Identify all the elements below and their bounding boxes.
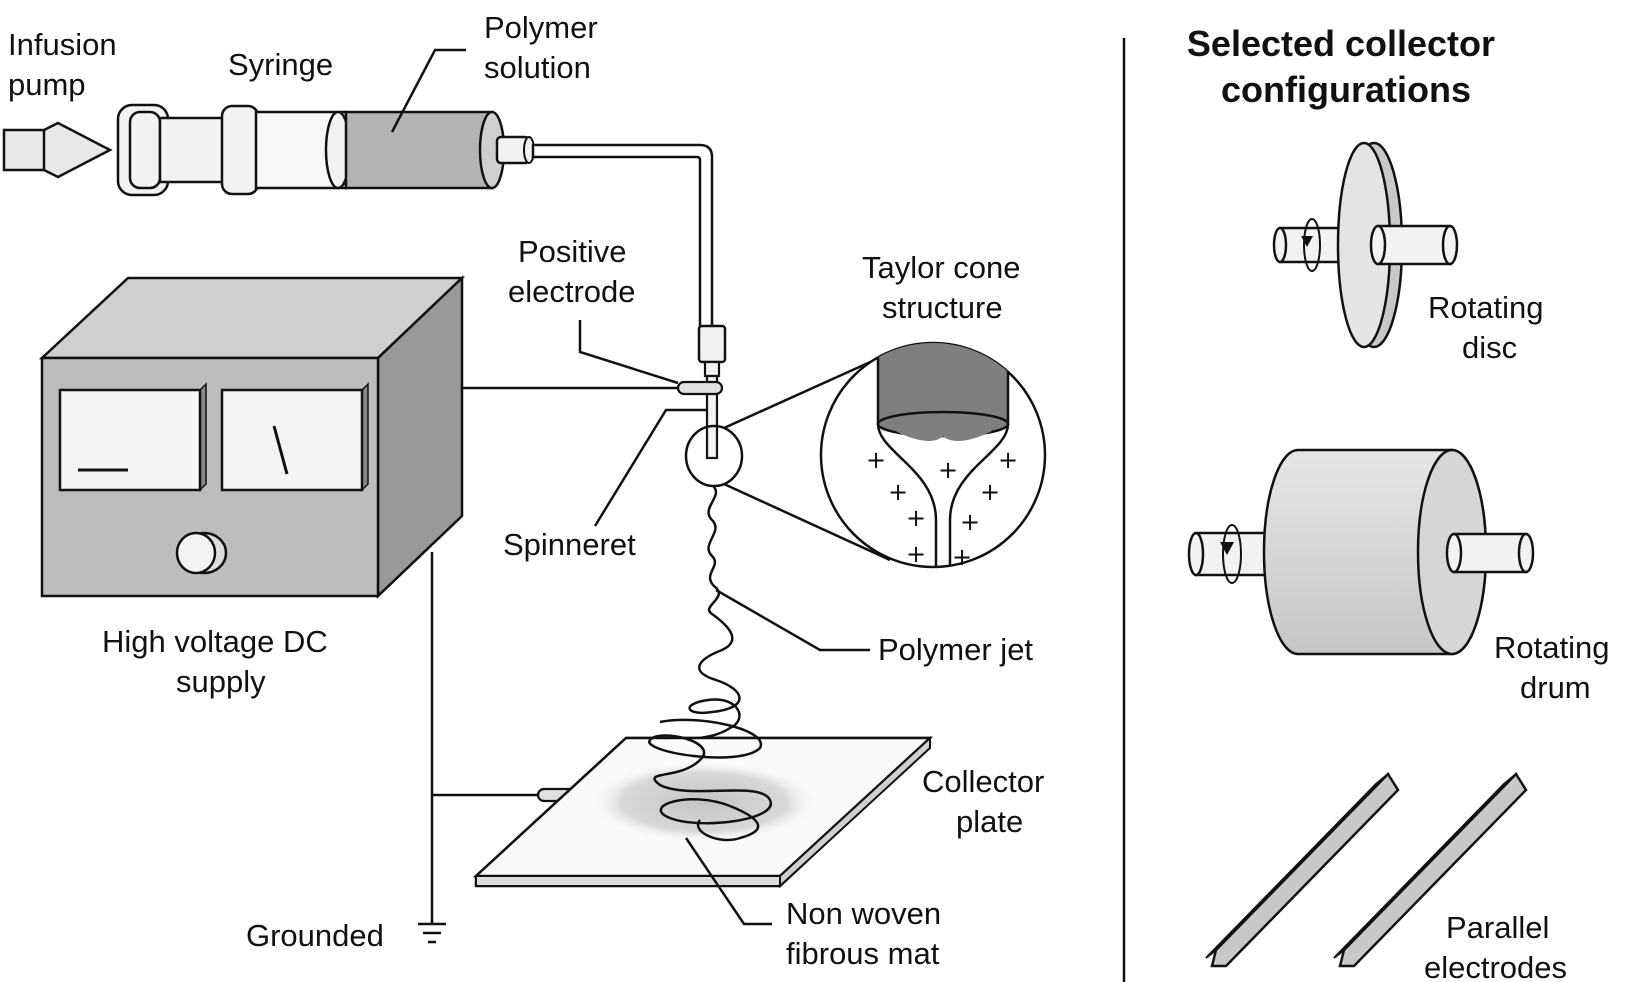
grounded-label: Grounded (246, 918, 384, 953)
positive-electrode-clip (676, 380, 724, 396)
parallel-electrodes (1205, 771, 1528, 968)
collectors-title: Selected collector configurations (1187, 23, 1505, 110)
meter-left (58, 382, 207, 492)
syringe (116, 103, 535, 197)
taylor-cone-label: Taylor cone structure (862, 250, 1029, 325)
spinneret-label: Spinneret (503, 527, 636, 562)
taylor-cone-charges: + + + + + + + + + (866, 446, 1018, 571)
nonwoven-mat-label: Non woven fibrous mat (786, 896, 950, 971)
deposited-fibers (648, 718, 772, 842)
polymer-jet-leader (715, 588, 870, 652)
svg-text:+: + (980, 478, 1000, 506)
hv-supply-box (38, 275, 466, 599)
svg-text:+: + (888, 478, 908, 506)
spinneret-leader (593, 408, 706, 527)
taylor-cone-magnified (819, 341, 1047, 569)
svg-text:+: + (938, 456, 958, 484)
ground-symbol (418, 922, 446, 944)
spinneret (697, 324, 727, 460)
rotating-drum-label: Rotating drum (1494, 630, 1618, 705)
polymer-solution-label: Polymer solution (484, 10, 606, 85)
hv-supply-label: High voltage DC supply (102, 624, 336, 699)
svg-text:+: + (998, 446, 1018, 474)
polymer-solution-fill (344, 110, 494, 190)
rotating-disc (1272, 141, 1459, 349)
meter-right (220, 382, 369, 492)
nonwoven-mat (586, 760, 822, 844)
positive-electrode-leader (578, 320, 679, 385)
polymer-solution-leader (390, 48, 466, 133)
syringe-label: Syringe (228, 47, 333, 82)
parallel-electrodes-label: Parallel electrodes (1424, 910, 1567, 982)
nonwoven-mat-leader (684, 837, 772, 926)
svg-text:+: + (866, 446, 886, 474)
polymer-jet (688, 485, 741, 743)
rotating-drum (1187, 448, 1535, 656)
svg-text:+: + (960, 508, 980, 536)
svg-text:+: + (906, 504, 926, 532)
positive-electrode-label: Positive electrode (508, 234, 636, 309)
collector-plate-label: Collector plate (922, 764, 1053, 839)
infusion-pump-label: Infusion pump (8, 27, 125, 102)
rotating-disc-label: Rotating disc (1428, 290, 1552, 365)
voltage-knob (175, 531, 228, 575)
svg-text:+: + (906, 540, 926, 568)
svg-text:+: + (952, 543, 972, 571)
polymer-jet-label: Polymer jet (878, 632, 1033, 667)
infusion-pump-arrow (2, 121, 113, 179)
